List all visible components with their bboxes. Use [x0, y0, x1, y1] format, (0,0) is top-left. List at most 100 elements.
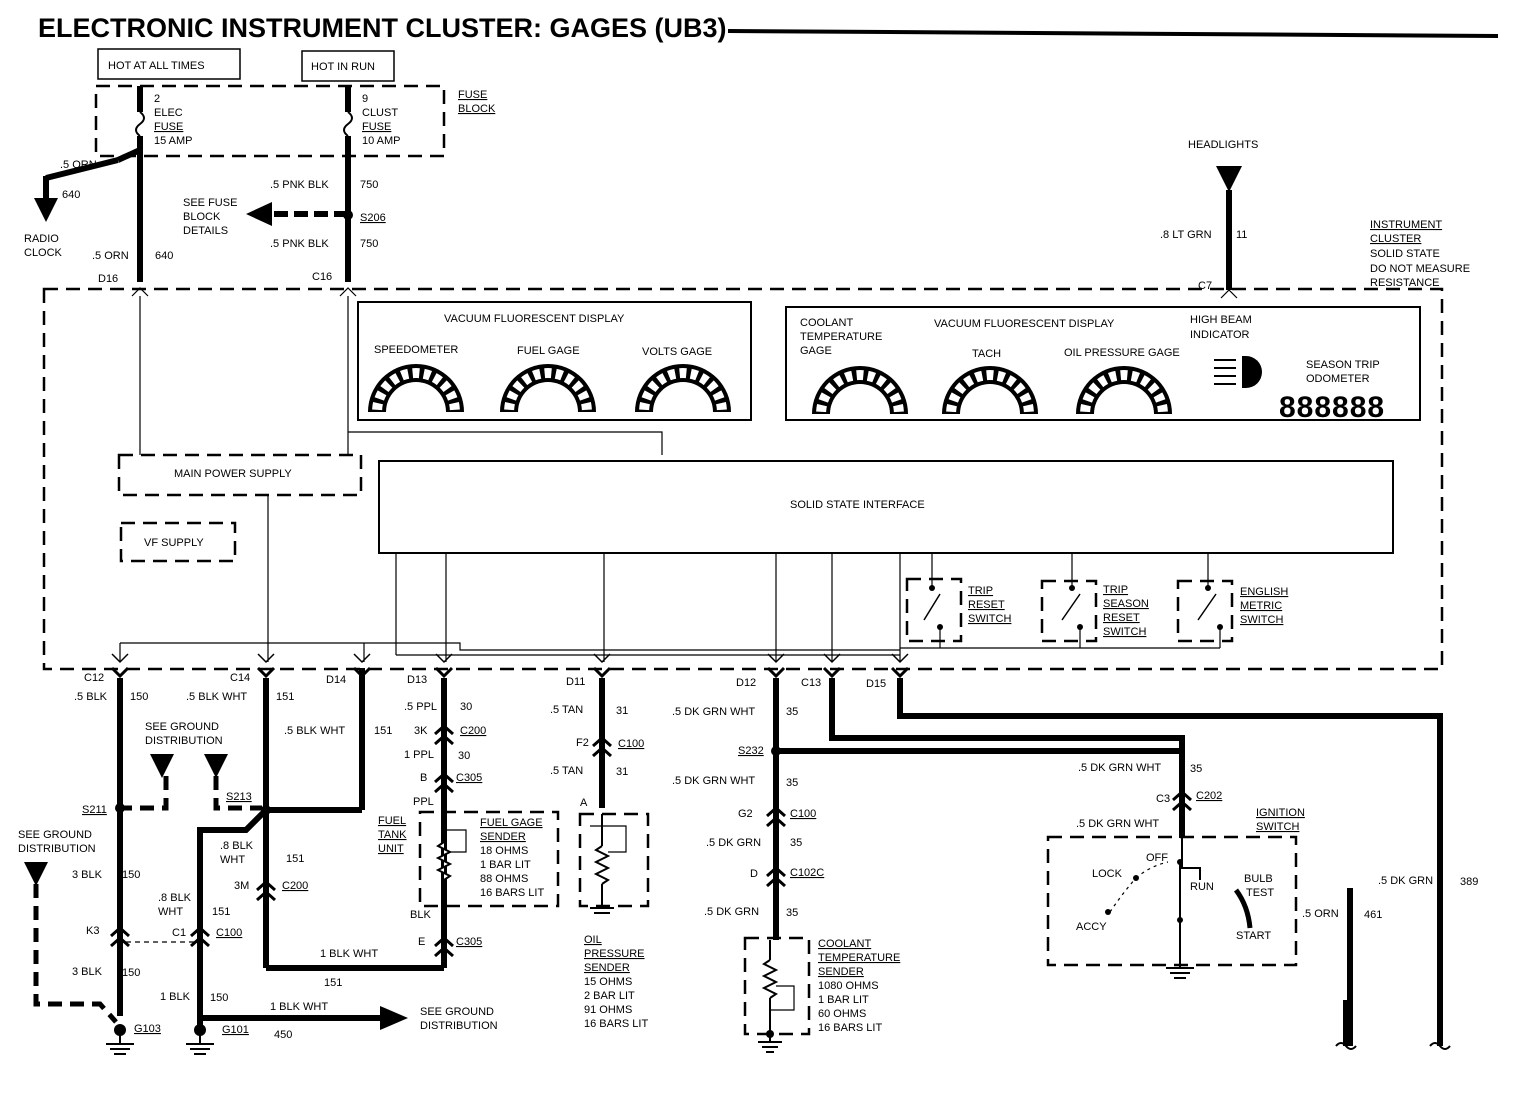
gauge-segment — [698, 373, 710, 386]
gauge-segment — [449, 402, 460, 411]
svg-text:1 PPL: 1 PPL — [404, 749, 434, 761]
gauge-segment — [1108, 370, 1118, 383]
svg-text:1 BLK WHT: 1 BLK WHT — [320, 948, 378, 960]
svg-text:UNIT: UNIT — [378, 843, 404, 855]
svg-text:30: 30 — [458, 750, 470, 762]
svg-text:MAIN POWER SUPPLY: MAIN POWER SUPPLY — [174, 468, 292, 480]
svg-text:151: 151 — [286, 853, 304, 865]
svg-text:PRESSURE: PRESSURE — [584, 948, 645, 960]
gauge-segment — [1157, 404, 1168, 413]
svg-text:RESET: RESET — [968, 599, 1005, 611]
ground-dist-arrow-4-icon — [380, 1006, 408, 1030]
svg-text:1 BLK WHT: 1 BLK WHT — [270, 1001, 328, 1013]
gauge-segment — [1097, 375, 1109, 388]
svg-text:31: 31 — [616, 705, 628, 717]
svg-text:INSTRUMENT: INSTRUMENT — [1370, 219, 1442, 231]
gauge-segment — [372, 402, 383, 411]
svg-text:VOLTS GAGE: VOLTS GAGE — [642, 346, 712, 358]
svg-text:RUN: RUN — [1190, 881, 1214, 893]
svg-text:DISTRIBUTION: DISTRIBUTION — [420, 1020, 498, 1032]
svg-text:SEE GROUND: SEE GROUND — [145, 721, 219, 733]
gauge-segment — [866, 370, 876, 383]
svg-text:G2: G2 — [738, 808, 753, 820]
gauge-segment — [563, 373, 575, 386]
svg-text:31: 31 — [616, 766, 628, 778]
svg-text:FUSE: FUSE — [154, 121, 183, 133]
svg-text:.5 BLK WHT: .5 BLK WHT — [284, 725, 345, 737]
high-beam-icon — [1214, 356, 1262, 388]
svg-text:88 OHMS: 88 OHMS — [480, 873, 528, 885]
svg-text:SEE GROUND: SEE GROUND — [420, 1006, 494, 1018]
svg-text:.5 BLK WHT: .5 BLK WHT — [186, 691, 247, 703]
svg-text:DISTRIBUTION: DISTRIBUTION — [145, 735, 223, 747]
svg-text:COOLANT: COOLANT — [800, 317, 853, 329]
svg-text:START: START — [1236, 930, 1271, 942]
svg-text:TEMPERATURE: TEMPERATURE — [800, 331, 882, 343]
svg-text:DETAILS: DETAILS — [183, 225, 228, 237]
connector-chevron — [823, 653, 841, 664]
oil-pressure-gauge — [1076, 366, 1172, 414]
svg-text:16 BARS LIT: 16 BARS LIT — [584, 1018, 648, 1030]
svg-text:D15: D15 — [866, 678, 886, 690]
svg-text:150: 150 — [130, 691, 148, 703]
gauge-segment — [400, 368, 410, 381]
svg-text:HEADLIGHTS: HEADLIGHTS — [1188, 139, 1258, 151]
svg-text:TEMPERATURE: TEMPERATURE — [818, 952, 900, 964]
connector-chevron — [434, 666, 454, 679]
svg-text:WHT: WHT — [158, 906, 183, 918]
wire-break-389-icon — [1429, 1042, 1451, 1050]
gauge-segment — [445, 390, 458, 401]
see-fuse-arrow-icon — [246, 202, 272, 226]
gauge-segment — [1120, 370, 1128, 381]
svg-text:750: 750 — [360, 179, 378, 191]
oil-pressure-sender — [578, 812, 650, 908]
connector-chevron — [592, 666, 612, 679]
svg-text:C200: C200 — [282, 880, 308, 892]
svg-text:C100: C100 — [216, 927, 242, 939]
svg-text:FUEL: FUEL — [378, 815, 406, 827]
gauge-segment — [1088, 382, 1101, 394]
svg-text:.5 DK GRN WHT: .5 DK GRN WHT — [672, 775, 755, 787]
gauge-segment — [641, 390, 654, 401]
svg-text:B: B — [420, 772, 427, 784]
connector-chevron — [353, 653, 371, 664]
svg-text:D12: D12 — [736, 677, 756, 689]
svg-text:SOLID STATE INTERFACE: SOLID STATE INTERFACE — [790, 499, 925, 511]
splice-s211 — [115, 803, 125, 813]
gauge-segment — [856, 370, 864, 381]
svg-text:SEASON: SEASON — [1103, 598, 1149, 610]
svg-text:1 BLK: 1 BLK — [160, 991, 191, 1003]
svg-text:IGNITION: IGNITION — [1256, 807, 1305, 819]
gauge-segment — [963, 375, 975, 388]
svg-text:SEASON TRIP: SEASON TRIP — [1306, 359, 1380, 371]
ground-g103-icon — [106, 1024, 134, 1055]
trip-season-reset-switch — [1040, 579, 1098, 648]
svg-text:151: 151 — [374, 725, 392, 737]
svg-text:S206: S206 — [360, 212, 386, 224]
gauge-segment — [679, 368, 687, 379]
svg-text:METRIC: METRIC — [1240, 600, 1282, 612]
svg-text:D13: D13 — [407, 674, 427, 686]
svg-text:D16: D16 — [98, 273, 118, 285]
ignition-switch — [1046, 835, 1298, 967]
connector-chevron — [435, 653, 453, 664]
svg-text:.8 BLK: .8 BLK — [158, 892, 192, 904]
svg-text:SWITCH: SWITCH — [968, 613, 1011, 625]
gauge-segment — [1139, 375, 1151, 388]
svg-text:C1: C1 — [172, 927, 186, 939]
svg-text:.5 TAN: .5 TAN — [550, 765, 583, 777]
gauge-segment — [521, 373, 533, 386]
gauge-segment — [1130, 370, 1140, 383]
svg-text:DO NOT MEASURE: DO NOT MEASURE — [1370, 263, 1470, 275]
svg-text:ODOMETER: ODOMETER — [1306, 373, 1370, 385]
gauge-segment — [439, 380, 452, 392]
gauge-segment — [512, 380, 525, 392]
svg-text:HIGH BEAM: HIGH BEAM — [1190, 314, 1252, 326]
svg-text:C100: C100 — [618, 738, 644, 750]
connector-chevron — [891, 653, 909, 664]
svg-text:10 AMP: 10 AMP — [362, 135, 401, 147]
svg-text:16 BARS LIT: 16 BARS LIT — [818, 1022, 882, 1034]
headlights-arrow-icon — [1216, 166, 1242, 192]
odometer-digits: 888888 — [1279, 391, 1385, 424]
svg-text:35: 35 — [786, 777, 798, 789]
